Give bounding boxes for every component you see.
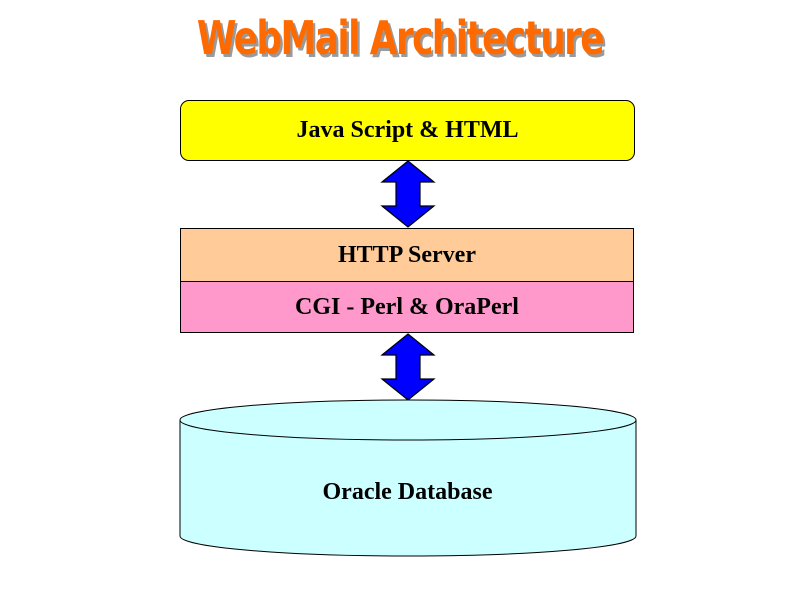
database-label: Oracle Database bbox=[322, 478, 493, 505]
diagram-title: WebMail Architecture bbox=[196, 11, 605, 65]
double-arrow-icon bbox=[380, 333, 436, 401]
database-cylinder-top bbox=[179, 399, 637, 441]
cgi-layer-label: CGI - Perl & OraPerl bbox=[295, 293, 519, 320]
client-http-connector bbox=[380, 160, 436, 228]
cgi-database-connector bbox=[380, 333, 436, 401]
http-server-label: HTTP Server bbox=[338, 241, 476, 268]
double-arrow-icon bbox=[380, 160, 436, 228]
http-server-box: HTTP Server bbox=[180, 228, 634, 282]
database-cylinder-icon bbox=[179, 399, 637, 557]
cgi-layer-box: CGI - Perl & OraPerl bbox=[180, 281, 634, 333]
client-layer-label: Java Script & HTML bbox=[296, 117, 519, 143]
client-layer-box: Java Script & HTML bbox=[180, 100, 635, 161]
database-cylinder-body bbox=[179, 420, 637, 557]
